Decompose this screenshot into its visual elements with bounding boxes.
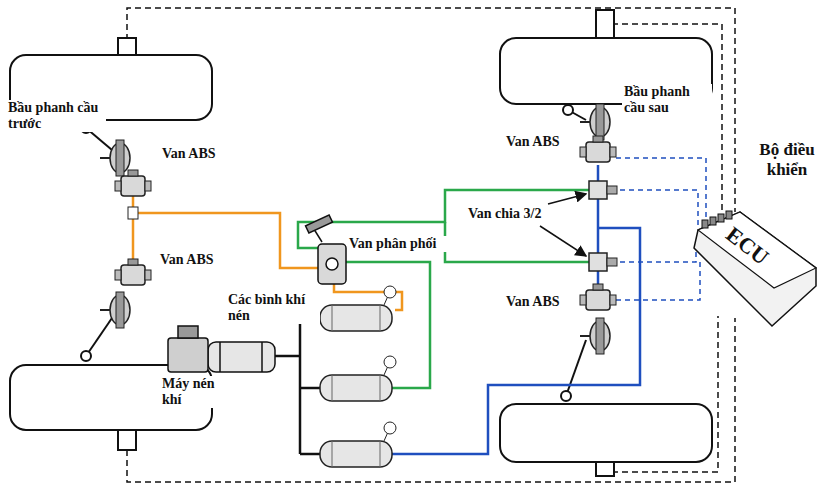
brake-chamber	[100, 292, 130, 328]
brake-lever	[81, 105, 586, 401]
abs-valve	[580, 284, 616, 310]
sensor-wire	[127, 8, 735, 482]
part-label: Bầu phanh cầu sau	[622, 84, 712, 116]
abs-valve	[115, 170, 151, 196]
air-tank	[320, 422, 396, 467]
abs-valve	[115, 259, 151, 285]
air-tank	[320, 286, 396, 331]
part-label: Van ABS	[504, 134, 578, 150]
ecu-heading: Bộ điều khiển	[758, 140, 816, 180]
compressor-line	[275, 318, 320, 454]
ecu-unit: Bộ điều khiểnECU	[688, 208, 820, 330]
part-label: Bầu phanh cầu trước	[6, 100, 106, 132]
part-label: Các bình khí nén	[226, 292, 320, 324]
part-label: Van ABS	[504, 294, 578, 310]
callout-arrow	[540, 194, 586, 256]
rear-supply-line	[392, 165, 640, 454]
wheel	[10, 10, 712, 476]
distribution-valve	[306, 215, 346, 284]
relay-valve	[589, 253, 617, 271]
ecu-outline	[688, 208, 820, 330]
brake-chamber	[580, 104, 610, 140]
air-compressor	[168, 326, 275, 372]
abs-valve	[580, 136, 616, 162]
part-label: Van phân phối	[347, 236, 447, 252]
rear-circuit-line	[298, 190, 589, 388]
part-label: Van ABS	[158, 252, 232, 268]
part-label: Van ABS	[160, 146, 234, 162]
brake-chamber	[100, 140, 130, 176]
tee-fitting	[128, 207, 138, 219]
air-tank	[320, 356, 396, 401]
part-label: Máy nén khí	[160, 376, 220, 408]
part-label: Van chia 3/2	[466, 206, 548, 222]
relay-valve	[589, 181, 617, 199]
brake-chamber	[580, 318, 610, 354]
